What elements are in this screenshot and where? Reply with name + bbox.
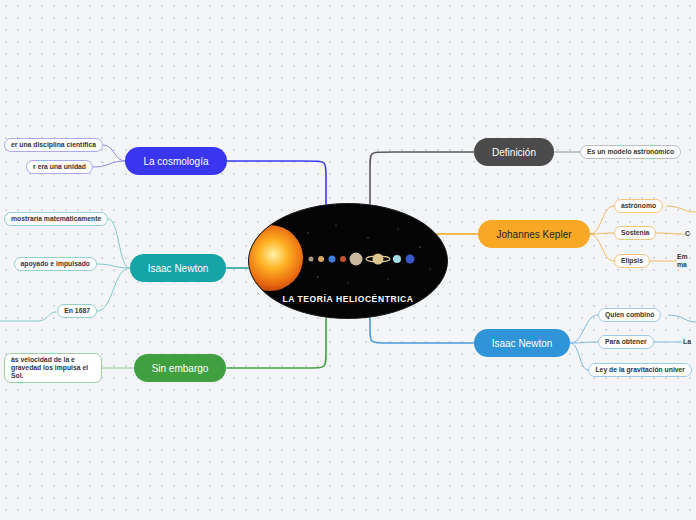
- subtopic-box: Quien combinó: [598, 308, 661, 322]
- leader-line: [668, 315, 696, 322]
- subtopic-box: er una disciplina científica: [4, 138, 103, 152]
- branch-connector: [227, 161, 326, 204]
- subtopic-box: apoyado e impulsado: [14, 257, 98, 271]
- branch-connector: [226, 267, 248, 269]
- planet: [406, 255, 415, 264]
- node-text: Johannes Kepler: [496, 229, 571, 240]
- node-text: Isaac Newton: [148, 263, 209, 274]
- subtopic-box: Es un modelo astronómico: [580, 145, 681, 159]
- node-text: Elipsis: [621, 257, 643, 265]
- node-text: Para obtener: [605, 338, 647, 346]
- planet: [393, 255, 401, 263]
- branch-connector: [656, 233, 684, 235]
- node-text: Quien combinó: [605, 311, 654, 319]
- node-text: Sin embargo: [152, 363, 209, 374]
- subtopic-text: Em ma: [676, 252, 692, 271]
- subtopic-text: La: [682, 337, 692, 347]
- central-topic: LA TEORÍA HELIOCÉNTRICA: [248, 203, 448, 319]
- node-text: Ley de la gravitación univer: [595, 366, 685, 374]
- subtopic-box: r era una unidad: [26, 160, 93, 174]
- branch-connector: [650, 261, 676, 262]
- subtopic-box: En 1687: [57, 304, 97, 318]
- node-text: er una disciplina científica: [11, 141, 96, 149]
- branch-topic: La cosmología: [125, 147, 226, 175]
- subtopic-box: Elipsis: [614, 254, 650, 268]
- stars: [308, 225, 431, 284]
- leader-line: [666, 206, 696, 212]
- planet: [373, 254, 384, 265]
- branch-connector: [570, 315, 598, 343]
- branch-topic: Definición: [474, 138, 554, 166]
- branch-connector: [103, 145, 125, 161]
- branch-connector: [97, 264, 130, 268]
- subtopic-box: ás velocidad de la e gravedad los impuls…: [4, 353, 102, 383]
- branch-connector: [370, 152, 474, 204]
- branch-connector: [226, 318, 326, 368]
- branch-connector: [590, 206, 614, 234]
- branch-connector: [590, 233, 614, 234]
- subtopic-box: Sostenia: [614, 226, 656, 240]
- branch-connector: [654, 341, 683, 342]
- sun: [248, 225, 303, 291]
- planet: [329, 256, 336, 263]
- branch-topic: Isaac Newton: [130, 254, 227, 282]
- node-text: Es un modelo astronómico: [587, 148, 674, 156]
- node-text: Definición: [492, 147, 536, 158]
- node-text: Isaac Newton: [492, 338, 553, 349]
- subtopic-box: astrónomo: [614, 199, 663, 213]
- branch-connector: [370, 318, 474, 343]
- node-text: Em ma: [677, 253, 691, 270]
- branch-connector: [437, 233, 479, 235]
- branch-connector: [108, 219, 129, 268]
- branch-topic: Sin embargo: [134, 354, 227, 382]
- planet: [309, 257, 314, 262]
- branch-connector: [554, 152, 580, 153]
- node-text: En 1687: [64, 307, 90, 315]
- branch-connector: [590, 234, 614, 261]
- node-text: apoyado e impulsado: [21, 260, 91, 268]
- leader-line: [0, 312, 56, 321]
- planet: [318, 256, 324, 262]
- node-text: LA TEORÍA HELIOCÉNTRICA: [282, 294, 413, 304]
- branch-connector: [93, 161, 125, 167]
- branch-connector: [97, 268, 130, 311]
- node-text: La cosmología: [143, 156, 208, 167]
- node-text: mostraría matemáticamente: [11, 215, 101, 223]
- node-text: astrónomo: [621, 202, 656, 210]
- node-text: ás velocidad de la e gravedad los impuls…: [11, 356, 95, 380]
- subtopic-text: C: [684, 229, 691, 239]
- branch-topic: Johannes Kepler: [478, 220, 589, 248]
- node-text: La: [683, 338, 691, 346]
- branch-connector: [570, 342, 598, 343]
- branch-connector: [102, 368, 134, 369]
- branch-topic: Isaac Newton: [474, 329, 571, 357]
- subtopic-box: mostraría matemáticamente: [4, 212, 108, 226]
- node-text: C: [685, 230, 690, 238]
- subtopic-box: Ley de la gravitación univer: [588, 363, 692, 377]
- planet: [340, 256, 346, 262]
- subtopic-box: Para obtener: [598, 335, 654, 349]
- node-text: Sostenia: [621, 229, 649, 237]
- branch-connector: [570, 343, 588, 370]
- planet: [350, 253, 363, 266]
- node-text: r era una unidad: [33, 163, 86, 171]
